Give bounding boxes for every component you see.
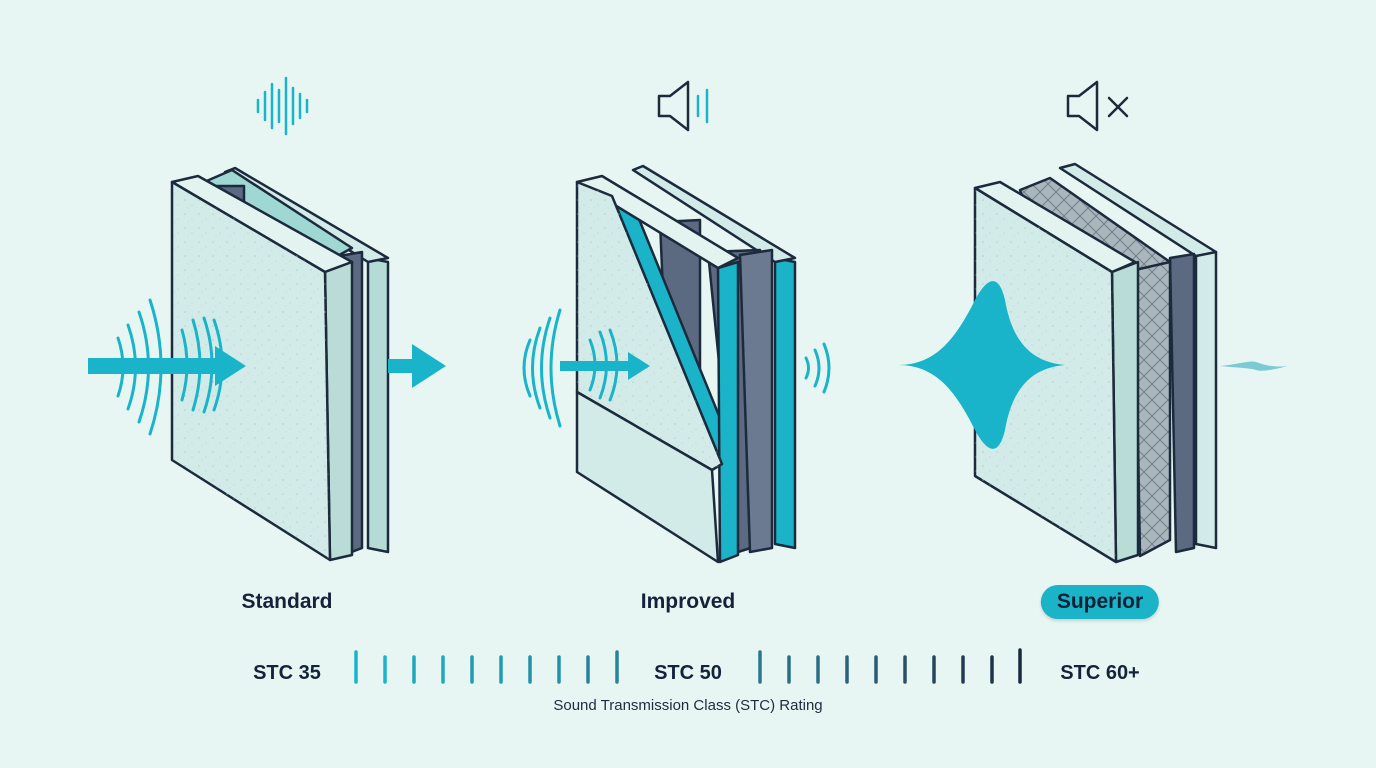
speaker-mute-icon	[1068, 82, 1127, 130]
stc-marker-low: STC 35	[253, 662, 321, 685]
speaker-low-icon	[659, 82, 707, 130]
standard-input-arrow	[88, 346, 246, 386]
stc-marker-mid: STC 50	[654, 662, 722, 685]
superior-output-wave	[1220, 361, 1288, 370]
standard-output-arrow	[388, 344, 446, 388]
panel-label-improved: Improved	[641, 590, 736, 614]
scale-caption: Sound Transmission Class (STC) Rating	[553, 697, 822, 714]
stc-marker-high: STC 60+	[1060, 662, 1139, 685]
panel-label-standard: Standard	[241, 590, 332, 614]
panel-label-superior: Superior	[1041, 585, 1159, 619]
sound-waves-icon	[258, 78, 307, 134]
